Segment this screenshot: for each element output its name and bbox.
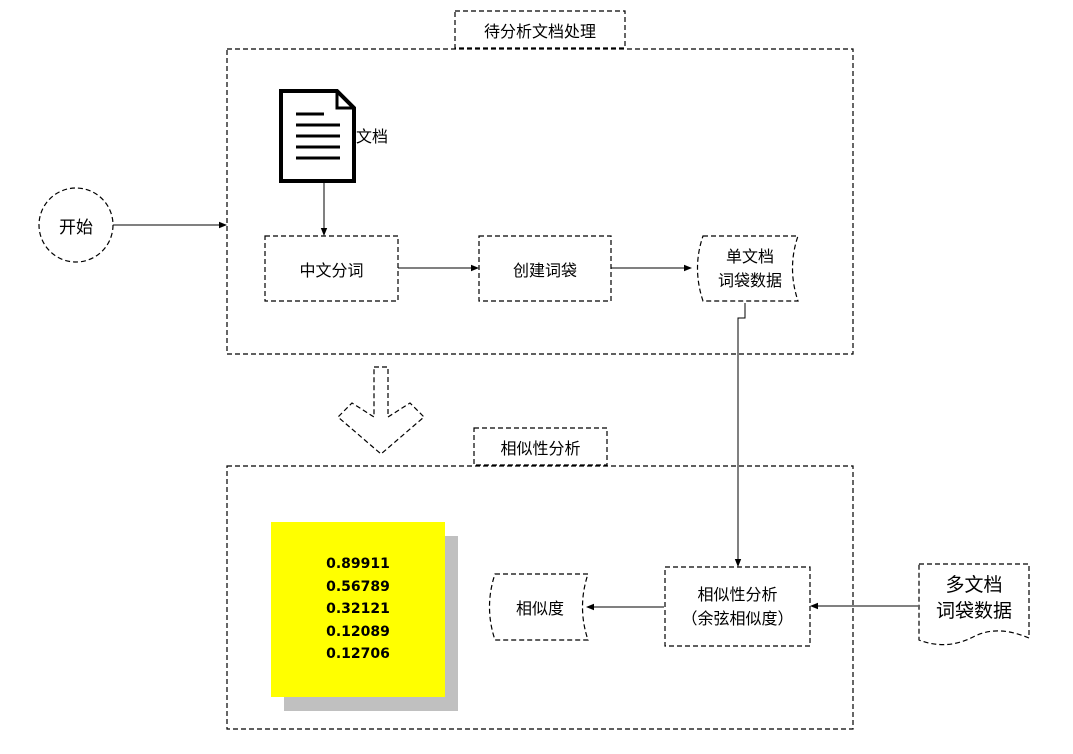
similarity-label: 相似度 xyxy=(515,599,564,618)
similarity-title-box xyxy=(473,427,608,466)
result-card xyxy=(271,522,445,697)
similarity-result-shape xyxy=(488,573,589,641)
result-value: 0.12706 xyxy=(326,646,390,662)
similarity-analysis-box xyxy=(664,566,811,647)
multi-bag-line-2: 词袋数据 xyxy=(935,600,1012,622)
similarity-title: 相似性分析 xyxy=(500,438,581,458)
segmentation-box xyxy=(264,235,399,302)
multi-bag-label: 多文档 词袋数据 xyxy=(919,567,1029,629)
multi-bag-line-1: 多文档 xyxy=(945,574,1003,596)
similarity-analysis-label: 相似性分析 （余弦相似度） xyxy=(665,570,810,644)
result-value: 0.89911 xyxy=(326,556,390,572)
document-label: 文档 xyxy=(356,127,389,146)
arrow-single-to-analysis xyxy=(734,303,746,567)
single-bag-line-1: 单文档 xyxy=(725,247,774,266)
result-value: 0.32121 xyxy=(326,601,390,617)
create-bag-box xyxy=(478,235,612,302)
similarity-analysis-line-1: 相似性分析 xyxy=(697,585,778,604)
result-value: 0.56789 xyxy=(326,578,390,595)
document-icon xyxy=(279,89,356,183)
result-values: 0.89911 0.56789 0.32121 0.12089 0.12706 xyxy=(271,553,445,666)
preprocess-title-box xyxy=(454,10,626,49)
preprocess-title: 待分析文档处理 xyxy=(483,21,596,41)
preprocess-group xyxy=(226,48,854,355)
similarity-group xyxy=(226,465,854,730)
create-bag-label: 创建词袋 xyxy=(512,260,577,280)
flow-down-arrow xyxy=(337,366,425,455)
single-bag-shape xyxy=(696,235,799,302)
single-bag-line-2: 词袋数据 xyxy=(717,271,782,290)
segmentation-label: 中文分词 xyxy=(299,260,364,280)
result-value: 0.12089 xyxy=(326,623,390,640)
multi-bag-shape xyxy=(918,563,1030,646)
similarity-analysis-line-2: （余弦相似度） xyxy=(681,609,794,628)
single-bag-label: 单文档 词袋数据 xyxy=(696,240,804,298)
start-label: 开始 xyxy=(59,217,93,238)
